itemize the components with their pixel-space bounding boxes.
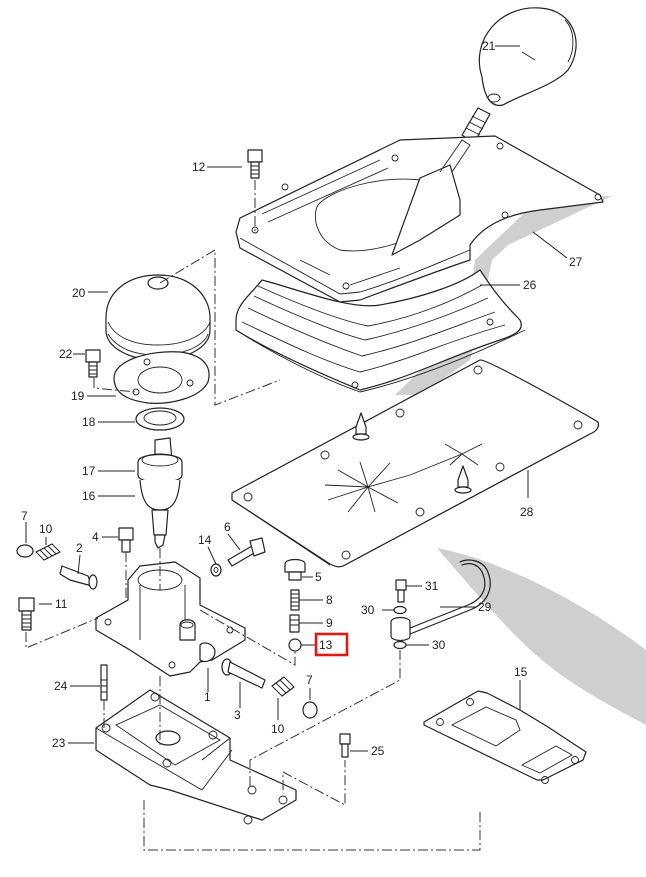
part-22-bolt[interactable] [85, 349, 101, 378]
part-31-bolt[interactable] [395, 579, 407, 603]
part-14-washer[interactable] [210, 563, 222, 577]
callout-19[interactable]: 19 [71, 389, 85, 403]
part-28-panel[interactable] [231, 359, 600, 568]
callout-7-left[interactable]: 7 [21, 509, 28, 523]
callout-20[interactable]: 20 [72, 286, 86, 300]
callout-26[interactable]: 26 [523, 278, 537, 292]
part-6-bolt[interactable] [227, 537, 266, 567]
callout-29[interactable]: 29 [478, 600, 492, 614]
part-25-bolt[interactable] [339, 733, 351, 758]
part-8-spring[interactable] [290, 589, 300, 611]
callout-23[interactable]: 23 [52, 736, 66, 750]
part-5-plug[interactable] [284, 558, 306, 581]
part-19-plate[interactable] [113, 351, 210, 404]
part-10-spring-left[interactable] [35, 543, 61, 561]
part-10-spring-right[interactable] [271, 676, 295, 697]
part-16-shift-lever[interactable] [139, 479, 181, 549]
callout-30-upper[interactable]: 30 [361, 603, 375, 617]
callout-10-left[interactable]: 10 [39, 522, 53, 536]
callout-14[interactable]: 14 [198, 533, 212, 547]
part-2-shift-shaft[interactable] [59, 565, 98, 590]
part-26-boot[interactable] [235, 269, 526, 393]
callout-30-lower[interactable]: 30 [432, 638, 446, 652]
part-7-cap-left[interactable] [16, 544, 34, 558]
part-21-shift-knob[interactable] [461, 7, 577, 144]
part-20-boot[interactable] [105, 274, 211, 361]
callout-15[interactable]: 15 [514, 665, 528, 679]
part-13-ball[interactable] [288, 638, 302, 652]
part-29-rod[interactable] [390, 559, 491, 642]
part-9-spring[interactable] [289, 614, 300, 633]
part-7-cap-right[interactable] [302, 701, 318, 719]
callout-27[interactable]: 27 [569, 255, 583, 269]
callout-9[interactable]: 9 [326, 616, 333, 630]
callout-3[interactable]: 3 [234, 708, 241, 722]
callout-22[interactable]: 22 [59, 347, 73, 361]
callout-11[interactable]: 11 [55, 597, 68, 611]
leader-lines [25, 45, 568, 752]
part-18-ring[interactable] [135, 407, 185, 431]
part-30-washer-upper[interactable] [393, 605, 407, 615]
callout-6[interactable]: 6 [224, 520, 231, 534]
callout-16[interactable]: 16 [82, 489, 96, 503]
callout-18[interactable]: 18 [82, 415, 96, 429]
part-12-bolt[interactable] [247, 149, 263, 179]
part-3-shift-shaft[interactable] [221, 658, 266, 689]
part-1-gear-shift-housing[interactable] [95, 561, 246, 677]
part-24-stud-bolt[interactable] [100, 664, 108, 701]
callout-28[interactable]: 28 [520, 505, 534, 519]
part-30-washer-lower[interactable] [393, 640, 407, 650]
assembly-lines [25, 180, 481, 851]
callout-1[interactable]: 1 [204, 690, 211, 704]
callout-13[interactable]: 13 [319, 638, 333, 652]
highlight-box-13 [314, 632, 349, 657]
callout-7-right[interactable]: 7 [306, 673, 313, 687]
callout-21[interactable]: 21 [482, 39, 496, 53]
part-27-plate[interactable] [235, 135, 604, 303]
part-15-gasket[interactable] [423, 690, 587, 784]
part-17-bushing[interactable] [137, 437, 183, 484]
callout-31[interactable]: 31 [425, 579, 439, 593]
callout-25[interactable]: 25 [371, 744, 385, 758]
callout-17[interactable]: 17 [82, 464, 96, 478]
callout-24[interactable]: 24 [54, 679, 68, 693]
callout-labels: 21 12 27 26 20 22 19 18 17 16 28 7 10 2 … [21, 39, 583, 758]
callout-8[interactable]: 8 [326, 593, 333, 607]
part-11-bolt[interactable] [18, 597, 35, 631]
callout-2[interactable]: 2 [76, 541, 83, 555]
part-4-bolt[interactable] [118, 527, 134, 553]
part-23-case[interactable] [95, 689, 297, 825]
callout-5[interactable]: 5 [315, 570, 322, 584]
callout-12[interactable]: 12 [192, 160, 206, 174]
callout-4[interactable]: 4 [92, 530, 99, 544]
callout-10-right[interactable]: 10 [271, 722, 285, 736]
